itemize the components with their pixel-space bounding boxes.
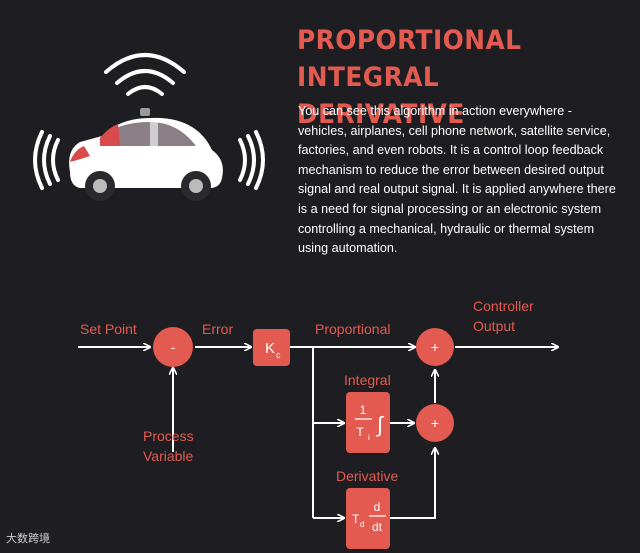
watermark-logo: 大数跨境 (6, 530, 50, 546)
integral-block (346, 392, 390, 453)
id-summing-junction (416, 404, 454, 442)
left-sensor-waves-icon (33, 130, 60, 190)
process-variable-label-2: Variable (143, 448, 194, 464)
derivative-d-subscript: d (360, 520, 364, 529)
derivative-t: T (352, 512, 360, 526)
controller-output-label-1: Controller (473, 298, 534, 314)
process-variable-label-1: Process (143, 428, 194, 444)
integral-denominator-i: i (368, 433, 370, 442)
integral-numerator: 1 (360, 403, 367, 417)
autonomous-car-icon (69, 108, 223, 201)
gain-block (253, 329, 290, 366)
minus-sign: - (171, 339, 176, 355)
derivative-block (346, 488, 390, 549)
gain-c-subscript: c (276, 350, 281, 360)
plus-sign-bottom: + (431, 415, 439, 431)
signal-lines (78, 347, 558, 518)
derivative-denominator: dt (372, 520, 383, 534)
title-line-1: PROPORTIONAL INTEGRAL (297, 25, 522, 93)
page-title: PROPORTIONAL INTEGRAL DERIVATIVE (297, 22, 601, 133)
derivative-numerator: d (374, 500, 381, 514)
watermark-text: 大数跨境 (6, 532, 50, 545)
gain-k: K (265, 340, 275, 357)
error-summing-junction (153, 327, 193, 367)
proportional-label: Proportional (315, 321, 391, 337)
output-summing-junction (416, 328, 454, 366)
integral-denominator-t: T (356, 425, 364, 439)
set-point-label: Set Point (80, 321, 137, 337)
error-label: Error (202, 321, 233, 337)
car-illustration (33, 53, 265, 201)
controller-output-label-2: Output (473, 318, 515, 334)
signal-waves-icon (104, 53, 186, 96)
right-sensor-waves-icon (238, 130, 265, 190)
plus-sign-top: + (431, 339, 439, 355)
title-line-2: DERIVATIVE (297, 99, 465, 130)
derivative-output-arrow (390, 448, 435, 519)
derivative-label: Derivative (336, 468, 398, 484)
description-paragraph: You can see this algorithm in action eve… (298, 104, 616, 256)
integral-symbol: ∫ (375, 412, 385, 437)
integral-label: Integral (344, 372, 391, 388)
